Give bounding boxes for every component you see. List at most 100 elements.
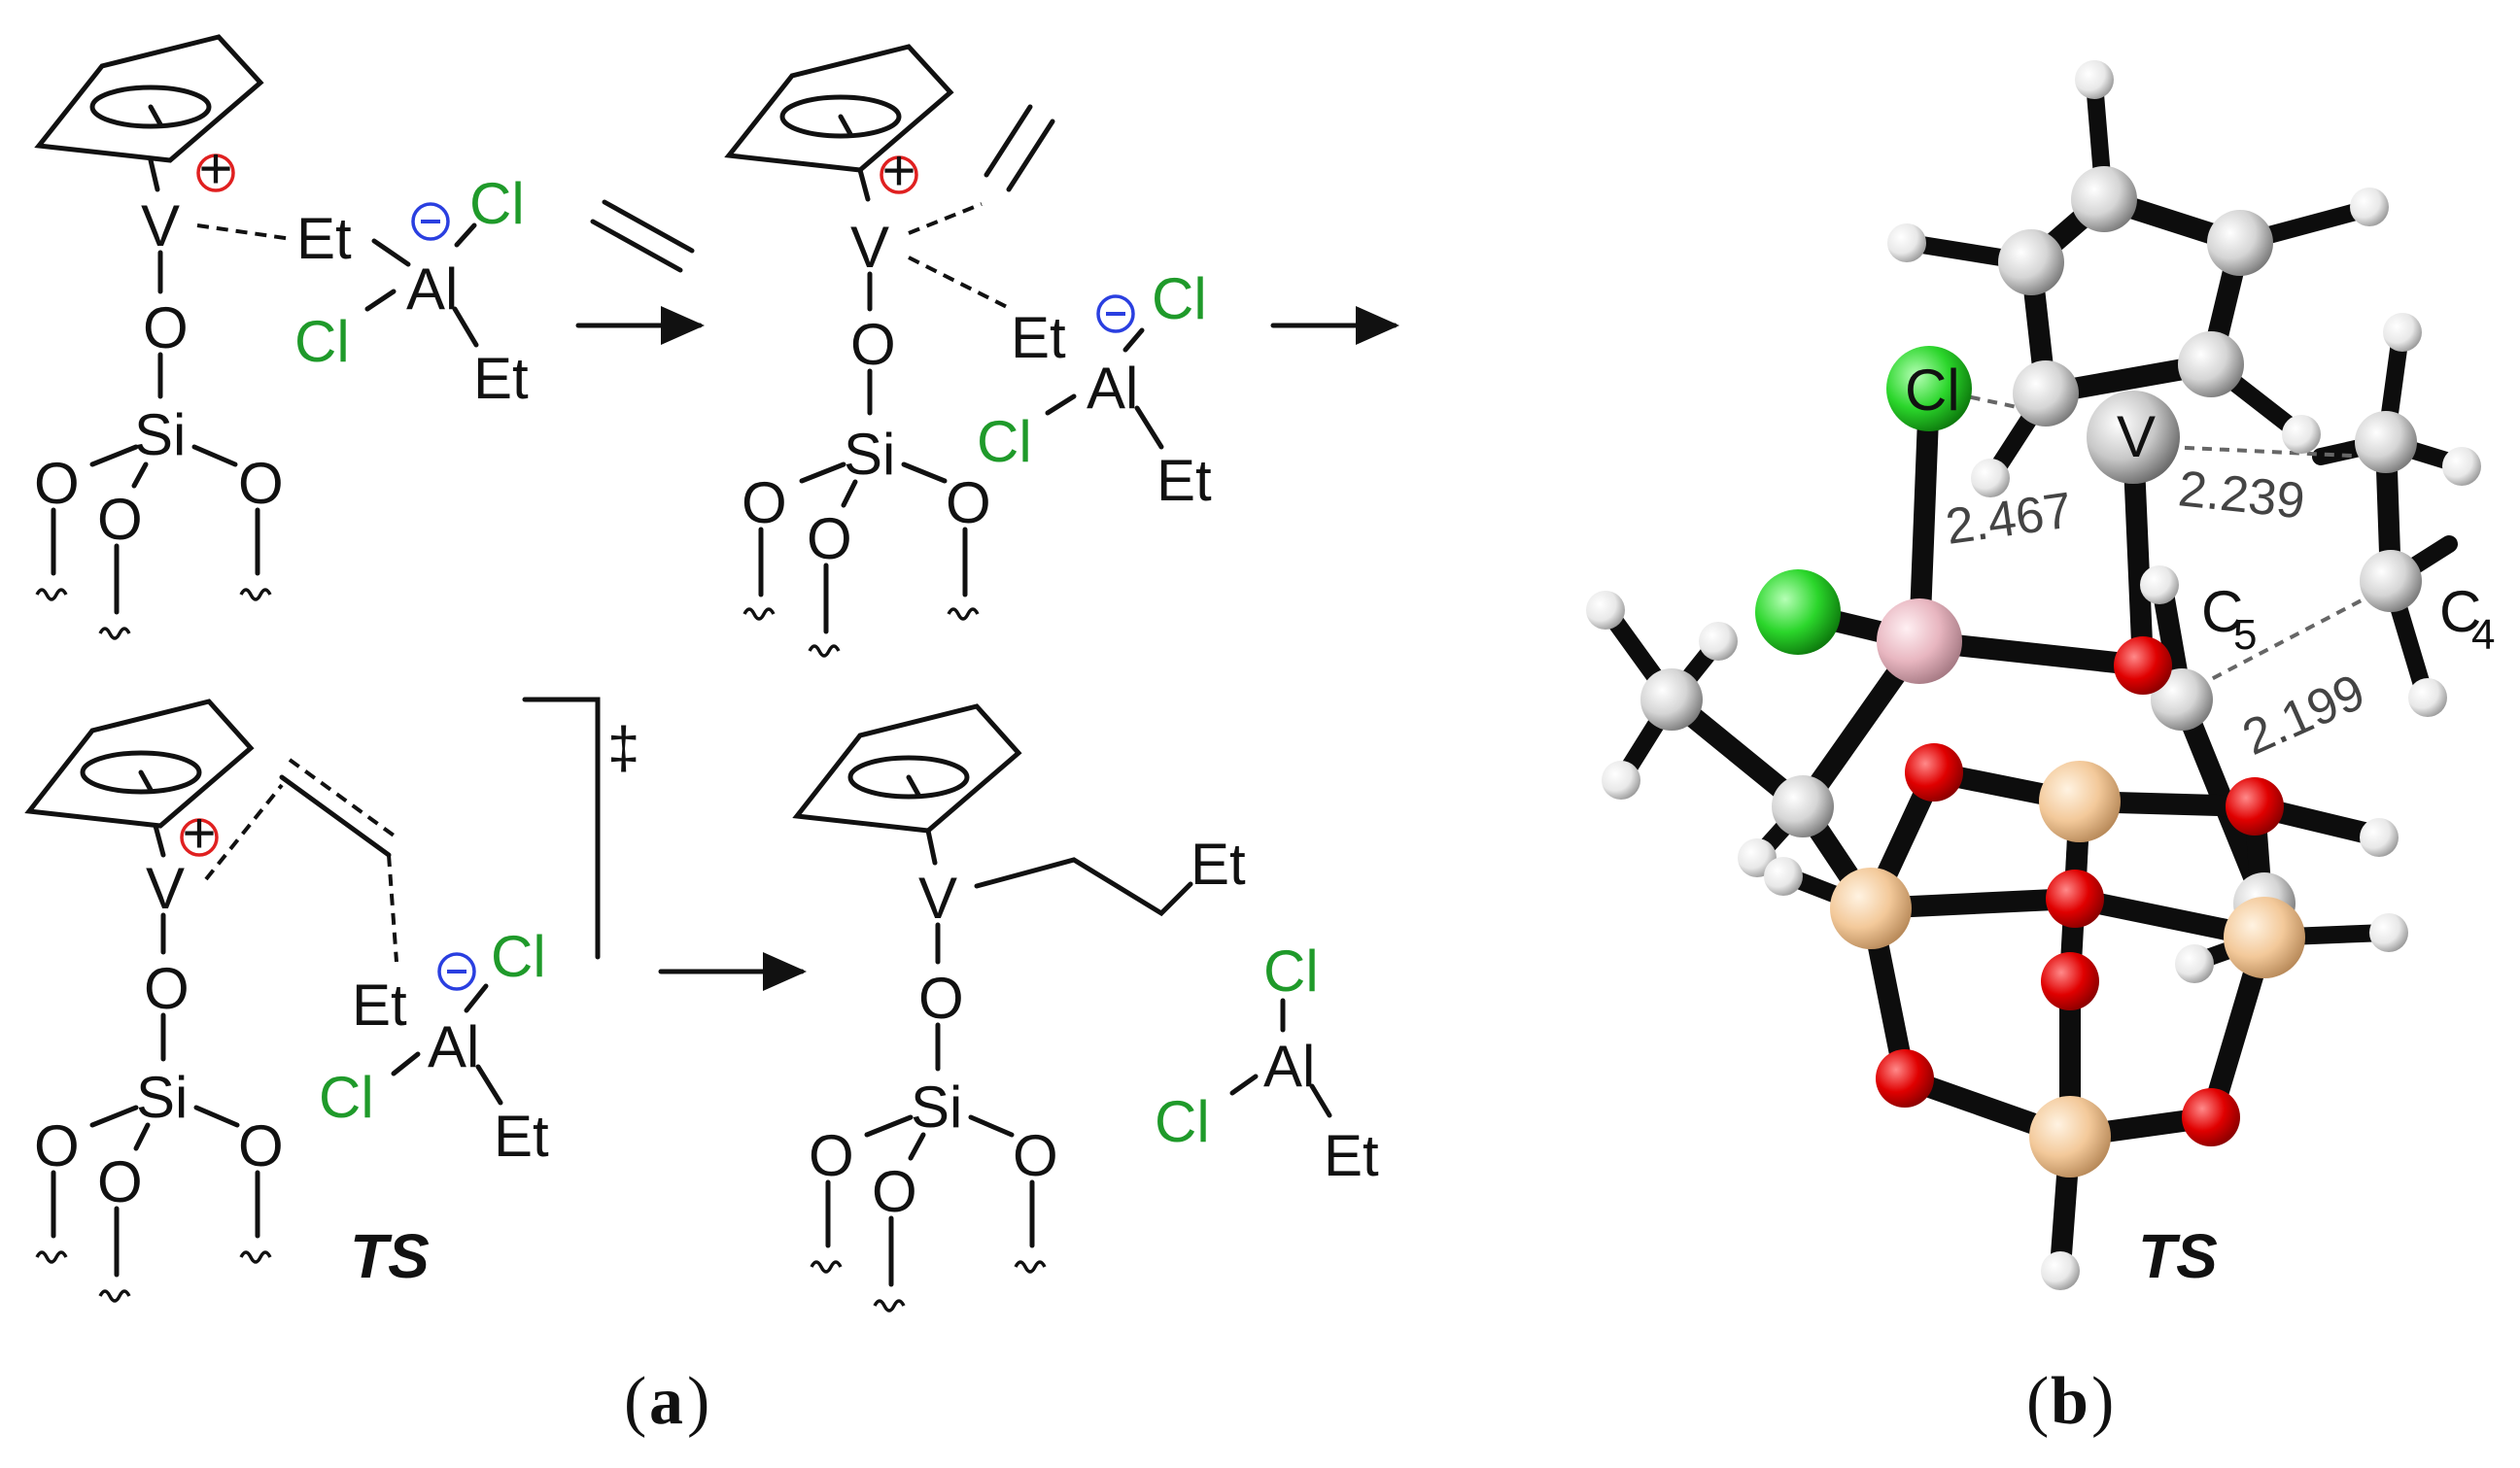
carbon-atom <box>1772 775 1834 837</box>
silicon-atom <box>1830 868 1912 949</box>
vanadium-atom <box>2087 391 2180 484</box>
aluminum-label: Al <box>406 256 458 322</box>
silicon-atom <box>2224 897 2305 978</box>
oxygen-label: O <box>144 956 190 1021</box>
transition-state-label: TS <box>2138 1221 2218 1291</box>
hydrogen-atom <box>1586 591 1625 630</box>
ethyl-label: Et <box>1324 1123 1379 1188</box>
chlorine-atom-label: Cl <box>1905 358 1960 423</box>
oxygen-label: O <box>1013 1123 1058 1188</box>
oxygen-atom <box>1905 743 1963 802</box>
ts-bracket <box>522 697 601 960</box>
hydrogen-atom <box>2360 818 2399 857</box>
carbon-atom <box>2071 166 2137 232</box>
svg-text:+: + <box>182 801 216 866</box>
chlorine-label: Cl <box>491 924 546 989</box>
svg-text:4: 4 <box>2471 611 2495 659</box>
svg-text:b: b <box>2051 1364 2088 1439</box>
oxygen-atom <box>2041 952 2099 1010</box>
minus-charge <box>437 952 476 991</box>
double-dagger: ‡ <box>607 715 639 780</box>
chlorine-label: Cl <box>977 409 1032 474</box>
oxygen-label: O <box>97 1149 143 1214</box>
chlorine-label: Cl <box>1155 1089 1210 1154</box>
oxygen-atom <box>2182 1088 2240 1146</box>
hydrogen-atom <box>1602 761 1640 800</box>
structure-ethylene-complex: V + Et Cl Al Cl Et O <box>724 44 1212 658</box>
svg-text:(: ( <box>624 1364 646 1439</box>
chlorine-label: Cl <box>1152 266 1207 331</box>
oxygen-label: O <box>742 470 787 535</box>
hydrogen-atom <box>1971 459 2010 497</box>
svg-text:+: + <box>881 138 915 203</box>
oxygen-label: O <box>34 1113 80 1178</box>
carbon-atom <box>2013 360 2079 427</box>
vanadium-label: V <box>918 866 957 931</box>
carbon-atom <box>2151 668 2213 731</box>
hydrogen-atom <box>2041 1251 2080 1290</box>
hydrogen-atom <box>1699 622 1738 661</box>
distance-v-c4: 2.239 <box>2176 461 2307 529</box>
carbon-atom <box>1998 229 2064 295</box>
oxygen-label: O <box>97 487 143 552</box>
oxygen-atom <box>1876 1049 1934 1108</box>
cyclopentadienyl-ring <box>34 34 264 163</box>
oxygen-atom <box>2114 636 2172 695</box>
oxygen-atom <box>2046 870 2104 928</box>
oxygen-label: O <box>807 506 852 571</box>
ethyl-label: Et <box>1011 305 1066 370</box>
vanadium-atom-label: V <box>2117 404 2156 469</box>
ethylene-molecule <box>590 199 695 273</box>
oxygen-label: O <box>143 295 189 360</box>
svg-text:+: + <box>198 136 232 201</box>
hydrogen-atom <box>2282 415 2321 454</box>
hydrogen-atom <box>2175 944 2214 983</box>
cyclopentadienyl-ring <box>24 699 255 829</box>
vanadium-label: V <box>146 856 185 921</box>
silicon-atom <box>2039 761 2121 842</box>
hydrogen-atom <box>1764 857 1803 896</box>
svg-text:C: C <box>2201 579 2243 644</box>
silicon-label: Si <box>134 402 186 467</box>
oxygen-label: O <box>946 470 991 535</box>
cyclopentadienyl-ring <box>724 44 954 173</box>
hydrogen-atom <box>1887 223 1926 262</box>
oxygen-atom <box>2226 777 2284 836</box>
silicon-atom <box>2029 1096 2111 1178</box>
transition-state-label: TS <box>350 1221 430 1291</box>
chlorine-atom <box>1886 346 1972 431</box>
carbon-atom <box>2207 210 2273 276</box>
oxygen-label: O <box>34 451 80 516</box>
svg-text:): ) <box>2091 1364 2114 1439</box>
chlorine-label: Cl <box>319 1065 374 1130</box>
hydrogen-atom <box>2369 913 2408 952</box>
panel-b: Cl V 2.467 2.239 2.199 C 5 C 4 TS ( b ) <box>1586 60 2495 1439</box>
structure-transition-state: V + Et Cl Al Cl Et O <box>24 697 639 1303</box>
chlorine-label: Cl <box>294 309 350 374</box>
chlorine-label: Cl <box>469 171 525 236</box>
panel-a: V + Et Al Cl Cl Et O Si <box>24 34 1399 1439</box>
plus-charge: + <box>180 801 219 866</box>
distance-c5-c4: 2.199 <box>2234 664 2372 767</box>
ethyl-label: Et <box>1156 448 1212 513</box>
vanadium-label: V <box>850 215 889 280</box>
minus-charge <box>411 202 450 241</box>
atoms <box>1586 60 2481 1290</box>
ethyl-label: Et <box>296 206 352 271</box>
ethyl-label: Et <box>1191 832 1246 897</box>
ethyl-label: Et <box>352 973 407 1038</box>
c5-label: C 5 <box>2201 579 2257 659</box>
oxygen-label: O <box>238 451 284 516</box>
oxygen-label: O <box>809 1123 854 1188</box>
partial-double-bond <box>279 758 398 858</box>
chlorine-label: Cl <box>1263 939 1319 1004</box>
structure-product: V Et O Si O O O <box>792 703 1246 1313</box>
silicon-label: Si <box>136 1065 188 1130</box>
oxygen-label: O <box>850 312 896 377</box>
ethylene-ligand <box>984 104 1055 192</box>
plus-charge: + <box>196 136 235 201</box>
hydrogen-atom <box>2350 188 2389 226</box>
hydrogen-atom <box>2140 565 2179 604</box>
aluminum-label: Al <box>1263 1034 1315 1099</box>
